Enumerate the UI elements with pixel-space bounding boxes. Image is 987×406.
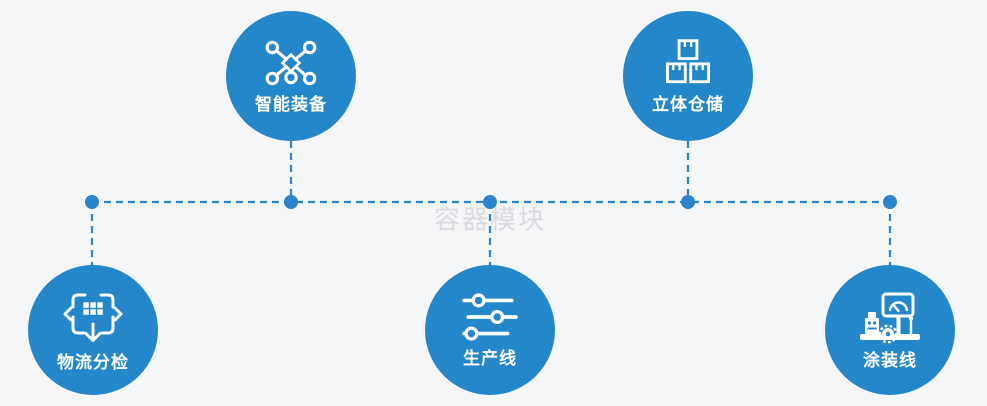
sliders-icon [462, 293, 518, 341]
junction-dot [483, 195, 497, 209]
node-label: 生产线 [463, 349, 517, 369]
network-nodes-icon [265, 40, 317, 86]
junction-dot [284, 195, 298, 209]
node-label: 物流分检 [57, 353, 129, 373]
node-stereo-warehouse: 立体仓储 [623, 11, 753, 141]
node-intelligent-equipment: 智能装备 [226, 11, 356, 141]
stacked-boxes-icon [666, 39, 710, 84]
machine-station-icon [860, 292, 920, 344]
node-label: 涂装线 [863, 351, 917, 371]
junction-dot [85, 195, 99, 209]
distribute-arrows-icon [63, 293, 123, 342]
node-logistics-sorting: 物流分检 [28, 265, 158, 395]
node-label: 智能装备 [255, 95, 327, 115]
node-painting-line: 涂装线 [825, 265, 955, 395]
junction-dot [883, 195, 897, 209]
junction-dot [681, 195, 695, 209]
node-production-line: 生产线 [425, 265, 555, 395]
node-label: 立体仓储 [652, 95, 724, 115]
